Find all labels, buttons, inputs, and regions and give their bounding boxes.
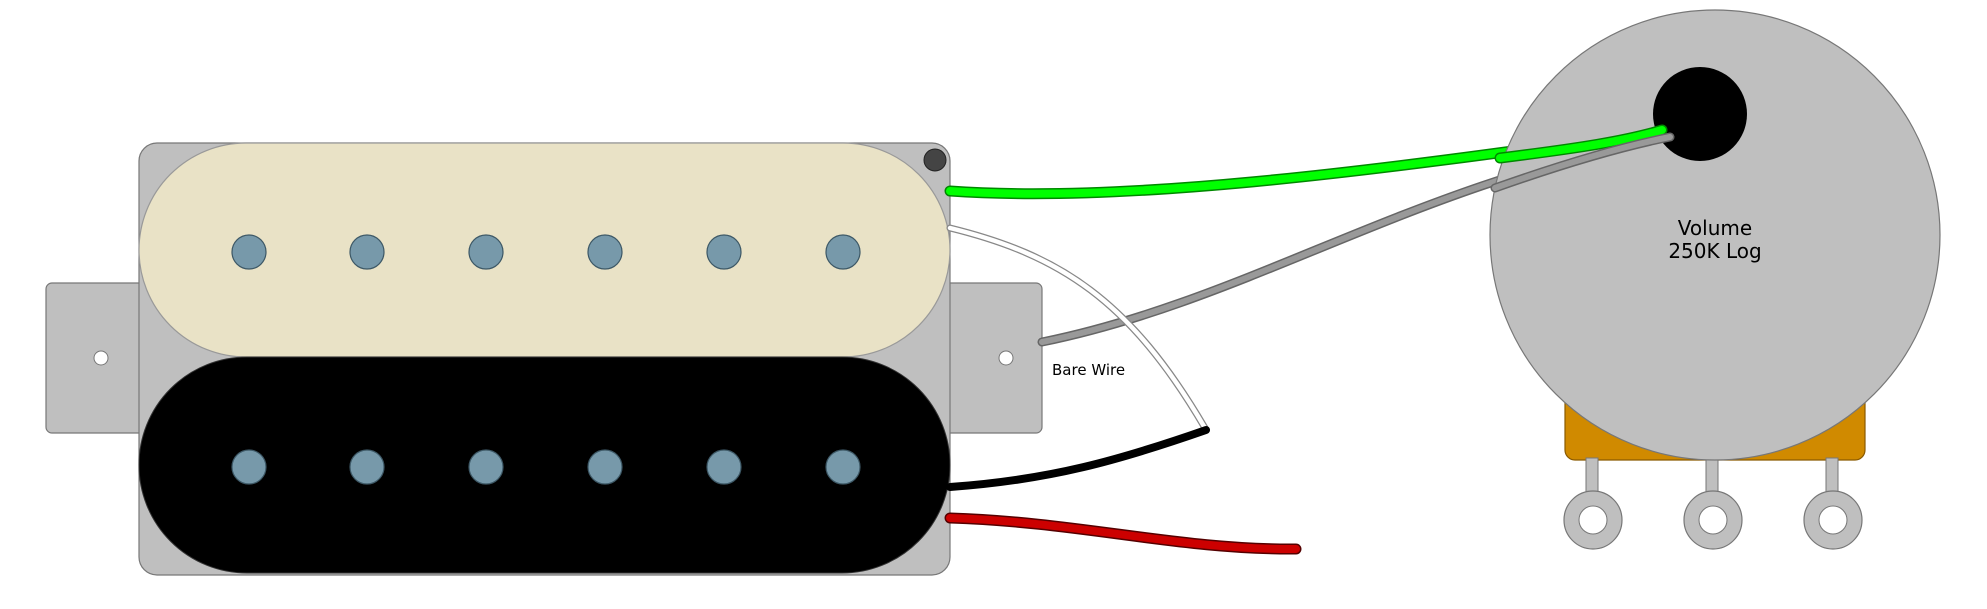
bare-wire-label: Bare Wire	[1052, 361, 1125, 379]
volume-potentiometer: Volume 250K Log	[1489, 9, 1941, 550]
pole-piece-south-2	[349, 449, 385, 485]
pot-shaft-icon	[1653, 67, 1747, 161]
pot-name-label: Volume	[1678, 216, 1752, 240]
pole-piece-north-5	[706, 234, 742, 270]
pole-piece-north-1	[231, 234, 267, 270]
mounting-screw-hole-right	[998, 350, 1014, 366]
pole-piece-north-6	[825, 234, 861, 270]
pickup-coil-south	[138, 356, 951, 574]
baseplate-screw-icon	[923, 148, 947, 172]
pot-body	[1489, 9, 1941, 461]
pot-value-label: 250K Log	[1668, 239, 1761, 263]
pole-pieces-north	[231, 234, 861, 270]
pot-lug-2	[1683, 457, 1743, 550]
wire-black	[946, 426, 1210, 491]
pole-pieces-south	[231, 449, 861, 485]
pole-piece-north-3	[468, 234, 504, 270]
pole-piece-south-6	[825, 449, 861, 485]
pole-piece-south-4	[587, 449, 623, 485]
pole-piece-south-5	[706, 449, 742, 485]
pot-lug-1	[1563, 457, 1623, 550]
pole-piece-north-2	[349, 234, 385, 270]
pole-piece-south-1	[231, 449, 267, 485]
pole-piece-south-3	[468, 449, 504, 485]
pole-piece-north-4	[587, 234, 623, 270]
mounting-screw-hole-left	[93, 350, 109, 366]
pot-lug-3	[1803, 457, 1863, 550]
